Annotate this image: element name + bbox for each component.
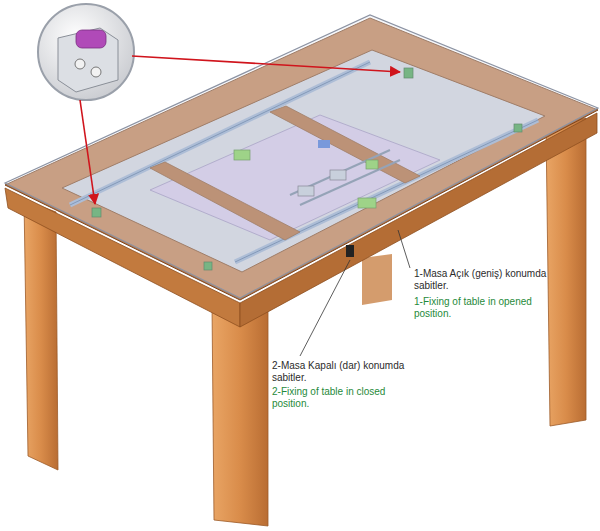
red-arrow [132,56,400,72]
glass-top [5,15,598,298]
callout-text: 2-Masa Kapalı (dar) konumda sabitler. [272,360,422,384]
detail-lens [38,4,134,100]
callout-text: 1-Masa Açık (geniş) konumda sabitler. [414,268,564,292]
callout-text: 2-Fixing of table in closed position. [272,386,422,410]
callout-text: 1-Fixing of table in opened position. [414,296,564,320]
leader-line [300,260,350,356]
left-leg [24,200,58,470]
right-leg [546,118,586,426]
back-leg [362,254,392,305]
screw [91,67,101,77]
front-leg [212,305,268,526]
leader-line [398,230,410,268]
screw [75,59,85,69]
latch [346,245,354,257]
red-arrow [80,100,95,204]
clip-body [58,28,118,92]
purple-roller [76,30,106,48]
